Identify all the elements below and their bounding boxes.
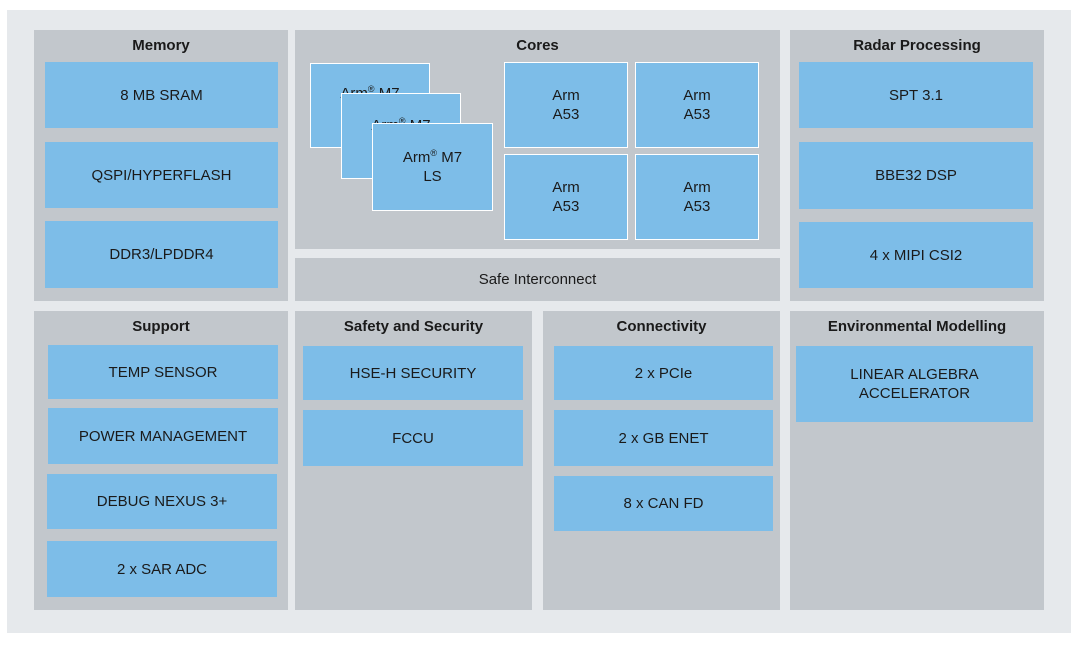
connectivity-block-can: 8 x CAN FD [554,476,773,531]
core-a53-2-line2: A53 [683,106,711,123]
core-a53-4: Arm A53 [635,154,759,240]
core-a53-3-line2: A53 [552,198,580,215]
safety-block-fccu: FCCU [303,410,523,466]
cores-title: Cores [516,37,559,54]
connectivity-block-pcie: 2 x PCIe [554,346,773,400]
core-a53-1-line2: A53 [552,106,580,123]
cores-panel: Cores Arm® M7 Arm® M7 Arm® M7 LS Arm A53… [295,30,780,249]
core-m7-ls-label: Arm® M7 [402,148,463,167]
support-title: Support [132,318,190,335]
core-m7-ls: Arm® M7 LS [372,123,493,211]
connectivity-panel: Connectivity 2 x PCIe 2 x GB ENET 8 x CA… [543,311,780,610]
support-block-power: POWER MANAGEMENT [48,408,278,464]
safety-panel: Safety and Security HSE-H SECURITY FCCU [295,311,532,610]
core-a53-4-line1: Arm [683,179,711,196]
core-a53-3: Arm A53 [504,154,628,240]
connectivity-block-enet: 2 x GB ENET [554,410,773,466]
core-m7-ls-line2: LS [423,168,442,185]
support-block-temp: TEMP SENSOR [48,345,278,399]
safe-interconnect: Safe Interconnect [295,258,780,301]
support-block-adc: 2 x SAR ADC [47,541,277,597]
core-a53-3-line1: Arm [552,179,580,196]
env-title: Environmental Modelling [827,318,1007,335]
memory-block-ddr: DDR3/LPDDR4 [45,221,278,288]
memory-block-qspi: QSPI/HYPERFLASH [45,142,278,208]
radar-block-bbe32: BBE32 DSP [799,142,1033,209]
core-a53-2: Arm A53 [635,62,759,148]
core-a53-4-line2: A53 [683,198,711,215]
radar-title: Radar Processing [853,37,981,54]
env-block-linear-algebra: LINEAR ALGEBRA ACCELERATOR [796,346,1033,422]
memory-title: Memory [132,37,190,54]
support-block-debug: DEBUG NEXUS 3+ [47,474,277,529]
memory-block-sram: 8 MB SRAM [45,62,278,128]
core-a53-2-line1: Arm [683,87,711,104]
safety-title: Safety and Security [343,318,484,335]
env-panel: Environmental Modelling LINEAR ALGEBRA A… [790,311,1044,610]
radar-block-mipi: 4 x MIPI CSI2 [799,222,1033,288]
memory-panel: Memory 8 MB SRAM QSPI/HYPERFLASH DDR3/LP… [34,30,288,301]
core-a53-1: Arm A53 [504,62,628,148]
radar-panel: Radar Processing SPT 3.1 BBE32 DSP 4 x M… [790,30,1044,301]
connectivity-title: Connectivity [616,318,707,335]
core-a53-1-line1: Arm [552,87,580,104]
radar-block-spt: SPT 3.1 [799,62,1033,128]
support-panel: Support TEMP SENSOR POWER MANAGEMENT DEB… [34,311,288,610]
safety-block-hse: HSE-H SECURITY [303,346,523,400]
